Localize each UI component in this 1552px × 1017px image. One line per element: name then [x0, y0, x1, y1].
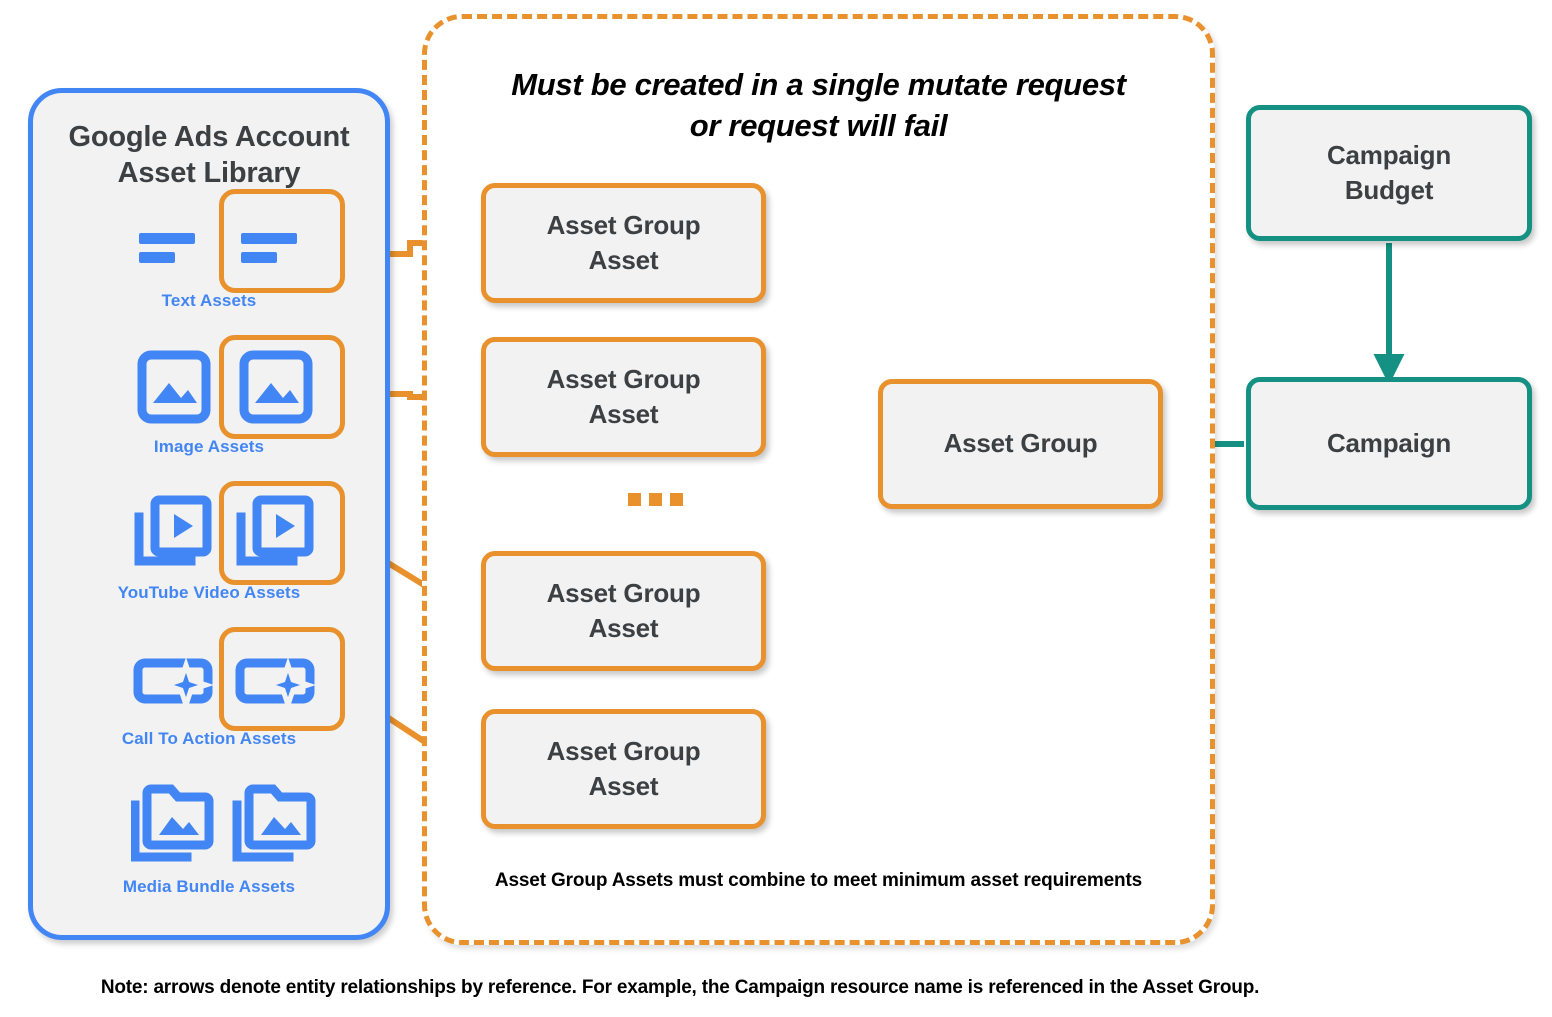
media-bundle-asset-icon [227, 781, 319, 873]
asset-row-image[interactable]: Image Assets [33, 335, 385, 467]
asset-group-asset-node[interactable]: Asset Group Asset [481, 551, 766, 671]
asset-library-title-line2: Asset Library [117, 157, 301, 190]
call-to-action-asset-icon [131, 633, 223, 725]
youtube-video-asset-highlight-box [219, 481, 345, 585]
youtube-video-asset-icon [131, 487, 223, 579]
asset-group-asset-label-line1: Asset Group [546, 735, 701, 766]
mutate-request-footer-note: Asset Group Assets must combine to meet … [494, 870, 1143, 891]
asset-label-youtube-video: YouTube Video Assets [117, 583, 301, 602]
asset-library-title: Google Ads Account Asset Library [33, 119, 385, 192]
ellipsis-dot [628, 493, 641, 506]
asset-icon-pair-youtube-video [131, 481, 351, 585]
call-to-action-asset-icon [227, 633, 319, 725]
asset-group-asset-label-line1: Asset Group [546, 209, 701, 240]
text-asset-icon [131, 195, 223, 287]
mutate-request-title-line2: or request will fail [689, 107, 948, 143]
campaign-budget-label-line1: Campaign [1326, 139, 1452, 170]
media-bundle-asset-icon [131, 781, 223, 873]
image-asset-icon [227, 341, 319, 433]
asset-label-call-to-action: Call To Action Assets [121, 729, 297, 748]
asset-group-asset-node[interactable]: Asset Group Asset [481, 183, 766, 303]
asset-label-media-bundle: Media Bundle Assets [122, 877, 296, 896]
ellipsis-indicator [628, 493, 683, 507]
asset-row-text[interactable]: Text Assets [33, 189, 385, 321]
diagram-footnote: Note: arrows denote entity relationships… [100, 977, 1260, 998]
asset-icon-pair-media-bundle [131, 781, 351, 873]
asset-group-asset-label-line2: Asset [588, 245, 659, 275]
asset-group-asset-label-line1: Asset Group [546, 363, 701, 394]
asset-group-node[interactable]: Asset Group [878, 379, 1163, 509]
image-asset-icon [131, 341, 223, 433]
campaign-budget-label-line2: Budget [1344, 175, 1434, 205]
asset-group-asset-label-line2: Asset [588, 613, 659, 643]
asset-label-text: Text Assets [161, 291, 257, 310]
asset-icon-pair-image [131, 335, 351, 439]
asset-row-media-bundle[interactable]: Media Bundle Assets [33, 781, 385, 907]
asset-row-youtube-video[interactable]: YouTube Video Assets [33, 481, 385, 613]
asset-group-asset-node[interactable]: Asset Group Asset [481, 709, 766, 829]
campaign-budget-node[interactable]: Campaign Budget [1246, 105, 1532, 241]
mutate-request-title-line1: Must be created in a single mutate reque… [511, 67, 1126, 102]
asset-group-asset-label-line1: Asset Group [546, 577, 701, 608]
asset-library-panel: Google Ads Account Asset Library Text As… [28, 88, 390, 940]
image-asset-highlight-box [219, 335, 345, 439]
asset-library-title-line1: Google Ads Account [68, 121, 350, 153]
text-asset-highlight-box [219, 189, 345, 293]
mutate-request-title: Must be created in a single mutate reque… [427, 65, 1210, 147]
call-to-action-asset-highlight-box [219, 627, 345, 731]
asset-row-call-to-action[interactable]: Call To Action Assets [33, 627, 385, 759]
asset-label-image: Image Assets [153, 437, 265, 456]
asset-icon-pair-text [131, 189, 351, 293]
campaign-label: Campaign [1326, 427, 1452, 458]
campaign-node[interactable]: Campaign [1246, 377, 1532, 510]
asset-icon-pair-call-to-action [131, 627, 351, 731]
ellipsis-dot [670, 493, 683, 506]
asset-group-asset-label-line2: Asset [588, 399, 659, 429]
ellipsis-dot [649, 493, 662, 506]
text-asset-icon [227, 195, 319, 287]
youtube-video-asset-icon [227, 487, 319, 579]
asset-group-asset-node[interactable]: Asset Group Asset [481, 337, 766, 457]
asset-group-asset-label-line2: Asset [588, 771, 659, 801]
asset-group-label: Asset Group [943, 428, 1098, 459]
